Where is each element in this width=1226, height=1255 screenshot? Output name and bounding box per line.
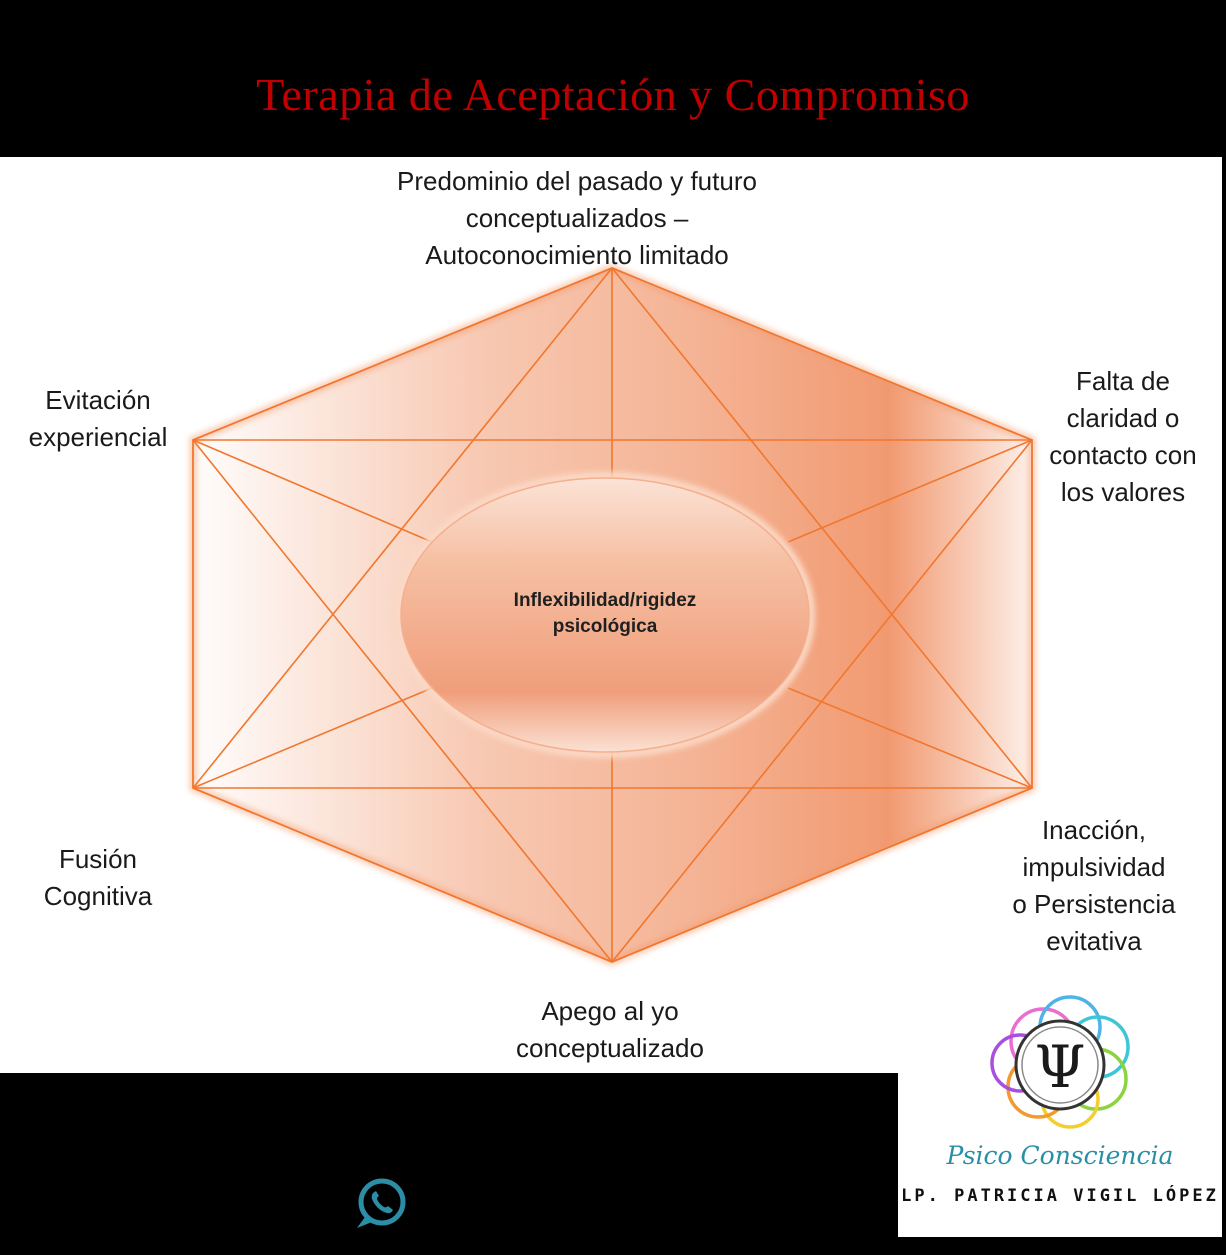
author-name: LP. PATRICIA VIGIL LÓPEZ (901, 1186, 1219, 1206)
node-label-line: Inacción, (1041, 815, 1147, 845)
node-label-line: claridad o (1066, 403, 1180, 433)
node-label-line: conceptualizado (516, 1033, 704, 1063)
node-label-line: Predominio del pasado y futuro (397, 166, 757, 196)
node-label-top: Predominio del pasado y futuro conceptua… (332, 163, 822, 274)
node-label-bottom: Apego al yo conceptualizado (440, 993, 780, 1067)
psi-symbol: Ψ (1035, 1033, 1086, 1101)
node-label-line: conceptualizados – (465, 203, 689, 233)
page-title: Terapia de Aceptación y Compromiso (256, 69, 970, 120)
node-label-line: Autoconocimiento limitado (425, 240, 729, 270)
node-label-line: Falta de (1076, 366, 1170, 396)
node-label-line: evitativa (1046, 926, 1142, 956)
node-label-line: los valores (1060, 477, 1186, 507)
center-label-line: psicológica (552, 616, 658, 637)
node-label-line: Apego al yo (541, 996, 679, 1026)
node-label-lower-right: Inacción, impulsividad o Persistencia ev… (994, 812, 1194, 960)
center-ellipse (400, 477, 810, 753)
node-label-line: Fusión (58, 844, 138, 874)
center-label-line: Inflexibilidad/rigidez (513, 590, 697, 611)
node-label-lower-left: Fusión Cognitiva (8, 841, 188, 915)
node-label-upper-left: Evitación experiencial (8, 382, 188, 456)
node-label-line: o Persistencia (1012, 889, 1176, 919)
brand-name: Psico Consciencia (946, 1141, 1174, 1170)
node-label-line: experiencial (28, 422, 168, 452)
node-label-line: contacto con (1049, 440, 1197, 470)
node-label-upper-right: Falta de claridad o contacto con los val… (1028, 363, 1218, 511)
brand-logo: Ψ Psico Consciencia LP. PATRICIA VIGIL L… (898, 983, 1222, 1237)
center-label: Inflexibilidad/rigidez psicológica (430, 588, 780, 640)
node-label-line: Evitación (45, 385, 151, 415)
whatsapp-icon[interactable] (351, 1177, 411, 1231)
node-label-line: impulsividad (1022, 852, 1166, 882)
node-label-line: Cognitiva (43, 881, 153, 911)
logo-emblem: Ψ (990, 995, 1130, 1129)
center-ellipse-glow (395, 472, 815, 758)
connector-lines (192, 267, 1033, 963)
